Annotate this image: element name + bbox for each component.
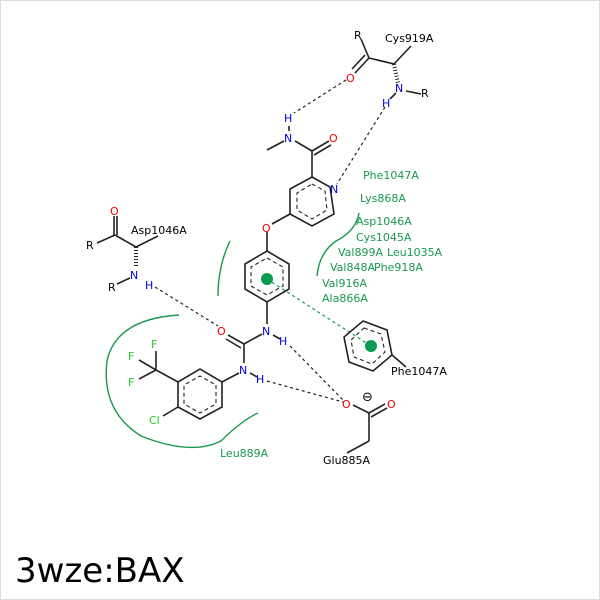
hydrophobic-residue-label: Cys1045A (356, 231, 412, 244)
hydrophobic-residue-label: Phe918A (374, 261, 423, 274)
residue-label-asp1046: Asp1046A (131, 224, 187, 237)
r-group-label: R (108, 281, 116, 294)
residue-label-cys919: Cys919A (385, 32, 434, 45)
nitrogen-label: N (262, 325, 270, 338)
negative-charge-icon: ⊖ (362, 390, 373, 405)
hydrogen-label: H (279, 335, 287, 348)
hydrophobic-residue-label: Phe1047A (363, 169, 419, 182)
residue-cys919: R O Cys919A N R H (346, 29, 434, 110)
oxygen-label: O (217, 325, 226, 338)
hydrophobic-residue-label: Val899A (338, 246, 383, 259)
oxygen-label: O (262, 222, 271, 235)
pi-center-residue (365, 340, 377, 352)
residue-label-glu885: Glu885A (323, 454, 371, 467)
hydrogen-label: H (284, 112, 292, 125)
oxygen-label: O (110, 205, 119, 218)
nitrogen-label: N (130, 269, 138, 282)
hydrophobic-residue-label: Ala866A (322, 292, 368, 305)
r-group-label: R (86, 239, 94, 252)
oxygen-label: O (387, 398, 396, 411)
r-group-label: R (354, 29, 362, 42)
hydrogen-label: H (145, 279, 153, 292)
oxygen-label: O (329, 132, 338, 145)
fluorine-label: F (128, 376, 134, 389)
hydrophobic-residue-label: Lys868A (360, 192, 406, 205)
diagram-title: 3wze:BAX (15, 551, 185, 591)
residue-glu885: O O ⊖ Glu885A (323, 390, 396, 467)
chlorine-label: Cl (149, 414, 160, 427)
hydrophobic-residue-label: Val848A (330, 261, 375, 274)
residue-label-phe1047: Phe1047A (391, 365, 447, 378)
residue-phe1047: Phe1047A (261, 273, 447, 378)
oxygen-label: O (342, 398, 351, 411)
hydrogen-bonds (154, 79, 386, 403)
hydrogen-label: H (256, 373, 264, 386)
nitrogen-label: N (284, 132, 292, 145)
hydrophobic-residue-label: Val916A (322, 277, 367, 290)
oxygen-label: O (346, 72, 355, 85)
hydrophobic-contacts: Phe1047A Lys868A Asp1046A Cys1045A Val89… (105, 169, 443, 460)
residue-asp1046: O R Asp1046A N R H (86, 205, 187, 294)
residue-label-leu889: Leu889A (220, 447, 269, 460)
nitrogen-label: N (330, 183, 338, 196)
fluorine-label: F (151, 338, 157, 351)
hydrophobic-residue-label: Asp1046A (356, 215, 412, 228)
nitrogen-label: N (239, 364, 247, 377)
r-group-label: R (421, 87, 429, 100)
fluorine-label: F (128, 350, 134, 363)
hydrogen-label: H (382, 97, 390, 110)
hydrophobic-residue-label: Leu1035A (387, 246, 443, 259)
ligand: H N O N O N H O N H F F F Cl (128, 112, 338, 427)
nitrogen-label: N (395, 82, 403, 95)
pi-center-ligand (261, 273, 273, 285)
